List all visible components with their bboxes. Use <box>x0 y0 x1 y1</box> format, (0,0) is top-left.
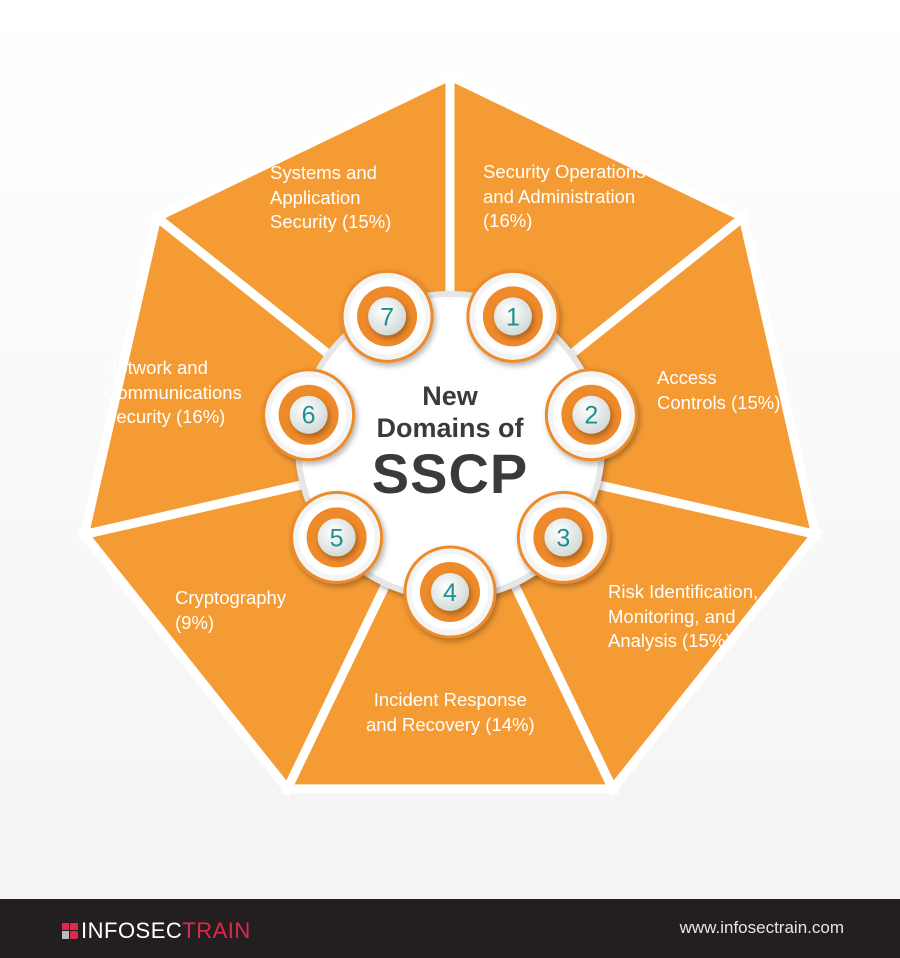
label-line: Risk Identification, <box>608 581 759 602</box>
badge-number: 3 <box>556 524 570 552</box>
label-line: Cryptography <box>175 587 287 608</box>
label-line: (16%) <box>483 210 533 231</box>
label-line: and Administration <box>483 185 636 207</box>
label-line: Analysis (15%) <box>608 630 732 651</box>
brand-accent: TRAIN <box>182 918 251 943</box>
label-line: Systems and <box>270 162 377 183</box>
brand-main: INFOSEC <box>81 918 183 943</box>
badge-number: 2 <box>584 402 598 430</box>
label-line: Security (15%) <box>270 211 392 232</box>
label-line: Security Operations <box>483 161 646 182</box>
logo-icon <box>62 923 78 939</box>
center-title: New Domains of SSCP <box>350 380 550 504</box>
badge-core <box>368 297 407 336</box>
badge-core <box>493 297 532 336</box>
badge-number: 5 <box>330 524 344 552</box>
label-line: Application <box>270 186 361 208</box>
website-link[interactable]: www.infosectrain.com <box>679 918 844 937</box>
label-line: Monitoring, and <box>608 605 736 627</box>
badge-core <box>289 395 328 434</box>
segment-label-1: Security Operations and Administration (… <box>483 160 645 234</box>
segment-label-2: Access Controls (15%) <box>657 366 780 415</box>
segment-label-5: Cryptography (9%) <box>175 586 286 635</box>
badge-core <box>317 518 356 557</box>
label-line: and Recovery (14%) <box>366 713 535 735</box>
label-line: Incident Response <box>373 689 527 710</box>
segment-label-7: Systems and Application Security (15%) <box>270 161 391 235</box>
label-line: Security (16%) <box>104 406 226 427</box>
segment-label-6: Network and Communications Security (16%… <box>104 356 242 430</box>
badge-number: 4 <box>443 579 457 607</box>
title-line-1: New <box>422 381 478 411</box>
badge-core <box>431 573 469 611</box>
title-line-2: Domains of <box>376 413 524 443</box>
segment-label-4: Incident Response and Recovery (14%) <box>366 688 535 737</box>
segment-label-3: Risk Identification, Monitoring, and Ana… <box>608 580 758 654</box>
badge-core <box>544 518 583 557</box>
domains-wheel: 1 2 3 4 5 6 7 <box>84 76 816 789</box>
badge-number: 1 <box>506 303 520 331</box>
badge-number: 7 <box>380 303 394 331</box>
label-line: (9%) <box>175 611 215 633</box>
label-line: Communications <box>104 381 242 403</box>
title-sscp: SSCP <box>371 442 529 505</box>
label-line: Controls (15%) <box>657 391 781 413</box>
badge-number: 6 <box>302 402 316 430</box>
label-line: Access <box>657 367 717 388</box>
badge-core <box>572 395 611 434</box>
label-line: Network and <box>104 357 208 378</box>
